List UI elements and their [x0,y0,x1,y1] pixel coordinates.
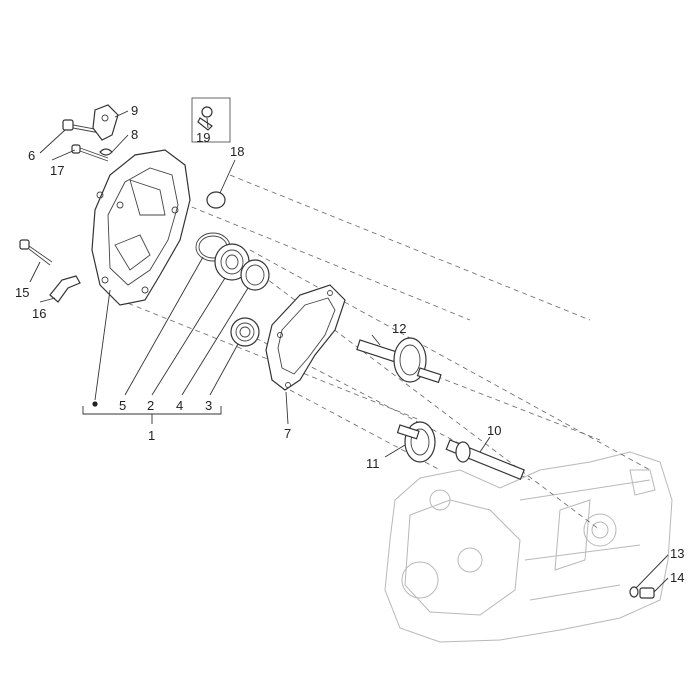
callout-17: 17 [50,163,64,178]
callout-12: 12 [392,321,406,336]
part-19-inset-box [191,97,231,143]
callout-5: 5 [119,398,126,413]
callout-4: 4 [176,398,183,413]
bearing-3 [230,317,260,347]
callout-labels: 1 2 3 4 5 6 7 8 9 10 11 12 13 14 15 16 1… [15,103,684,585]
callout-7: 7 [284,426,291,441]
callout-14: 14 [670,570,684,585]
plug-18 [206,191,226,209]
callout-15: 15 [15,285,29,300]
callout-8: 8 [131,127,138,142]
bracket-9 [92,104,119,141]
group-dot [92,401,98,407]
callout-1: 1 [148,428,155,443]
bearing-2 [214,243,250,281]
clip-8 [99,148,113,156]
callout-19: 19 [196,130,210,145]
transmission-cover [91,149,191,306]
callout-9: 9 [131,103,138,118]
plug-14 [639,587,655,599]
callout-3: 3 [205,398,212,413]
gasket-7 [265,284,346,391]
leader-lines [29,110,669,593]
gear-shaft-12 [356,337,442,384]
engine-crankcase-outline [384,451,673,643]
callout-10: 10 [487,423,501,438]
gear-11 [396,421,436,463]
bolt-15 [19,239,53,266]
callout-16: 16 [32,306,46,321]
callout-6: 6 [28,148,35,163]
shaft-10 [445,439,525,481]
bolt-6 [62,119,101,134]
callout-2: 2 [147,398,154,413]
callout-13: 13 [670,546,684,561]
callout-11: 11 [366,456,380,471]
callout-18: 18 [230,144,244,159]
bolt-17 [71,144,109,162]
washer-13 [629,586,639,598]
oil-seal-4 [240,259,270,291]
hook-16 [49,275,81,303]
